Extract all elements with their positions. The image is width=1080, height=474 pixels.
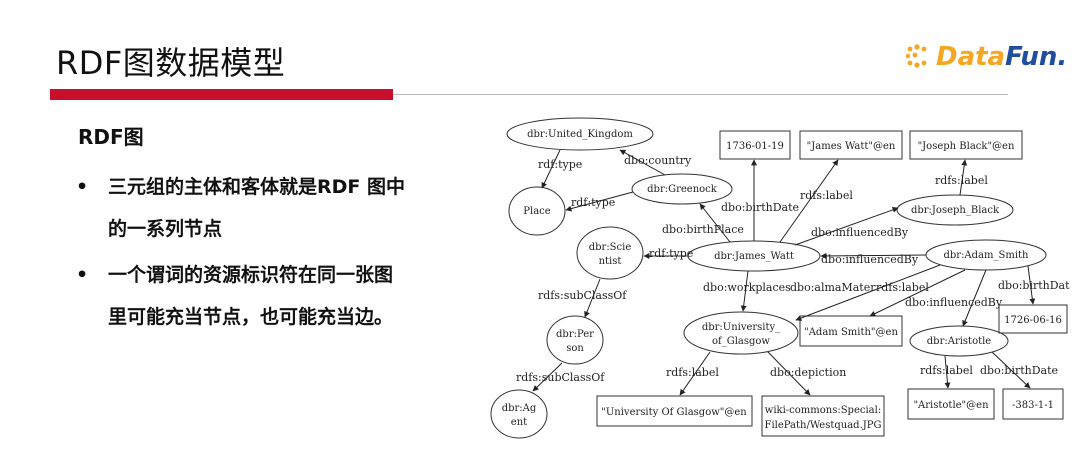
edge-glasgow-depiction <box>767 351 811 396</box>
bullet-line: 的一系列节点 <box>108 218 223 240</box>
node-text: 1736-01-19 <box>726 141 784 152</box>
node-text: dbr:Scie <box>589 242 632 253</box>
edge-label: dbo:influencedBy <box>811 226 909 239</box>
node-scientist <box>576 226 644 280</box>
edge-label: rdfs:label <box>876 281 929 294</box>
edge-label: dbo:workplaces <box>703 281 791 294</box>
edge-watt-glasgow <box>740 270 749 312</box>
logo-text-data: Data <box>936 42 1006 72</box>
title-accent-bar <box>50 89 393 100</box>
edge-watt-black <box>794 207 899 246</box>
node-text: "University Of Glasgow"@en <box>601 407 747 418</box>
node-text: FilePath/Westquad.JPG <box>765 420 882 431</box>
edge-aristotle-label <box>944 355 951 389</box>
literal-smith-birthdate <box>998 304 1068 334</box>
edge-label: dbo:birthDate <box>721 201 799 214</box>
node-person <box>546 315 604 365</box>
literal-watt-label <box>799 130 903 160</box>
node-text: dbr:Per <box>556 329 594 340</box>
edge-black-label <box>959 159 968 196</box>
literal-black-label <box>909 130 1023 160</box>
page-title: RDF图数据模型 <box>56 44 286 82</box>
bullet-marker: • <box>76 264 89 286</box>
bullet-item-1: • 三元组的主体和客体就是RDF 图中 的一系列节点 <box>76 166 488 250</box>
node-text: dbr:James_Watt <box>714 251 794 262</box>
edge-label: rdf:type <box>538 158 582 171</box>
edge-watt-greenock <box>699 203 731 243</box>
node-text: dbr:University_ <box>702 322 780 333</box>
edge-smith-birthdate <box>1027 265 1036 305</box>
node-text: dbr:Adam_Smith <box>943 250 1029 261</box>
edge-label: rdfs:label <box>920 364 973 377</box>
literal-aristotle-birthdate <box>1002 388 1064 420</box>
node-text: ntist <box>599 256 622 267</box>
node-text: dbr:United_Kingdom <box>527 129 633 140</box>
edge-label: dbo:influencedBy <box>905 296 1003 309</box>
edge-person-agent <box>532 362 563 392</box>
edge-label: rdfs:subClassOf <box>516 371 605 384</box>
node-text: dbr:Greenock <box>647 184 718 195</box>
bullet-marker: • <box>76 176 89 198</box>
edge-greenock-uk <box>619 149 666 176</box>
node-text: of_Glasgow <box>712 336 770 347</box>
node-text: dbr:Aristotle <box>927 336 992 347</box>
edge-label: rdfs:label <box>800 189 853 202</box>
node-aristotle <box>909 325 1009 357</box>
literal-aristotle-label <box>907 388 995 420</box>
node-agent <box>490 389 548 439</box>
edge-label: rdfs:subClassOf <box>538 289 627 302</box>
literal-glasgow-label <box>596 395 753 427</box>
edge-uk-place <box>541 149 561 189</box>
edge-label: rdfs:label <box>666 366 719 379</box>
section-title: RDF图 <box>78 125 144 149</box>
edge-smith-glasgow <box>795 264 941 321</box>
edge-smith-aristotle <box>962 269 987 327</box>
edge-watt-label <box>779 159 839 243</box>
edge-smith-watt <box>820 252 927 259</box>
edge-label: rdfs:label <box>935 174 988 187</box>
datafun-logo: Data Fun. <box>904 40 1067 74</box>
node-text: 1726-06-16 <box>1004 315 1062 326</box>
logo-text-fun: Fun. <box>1005 42 1068 72</box>
edge-smith-label <box>869 269 966 317</box>
node-text: ent <box>511 417 527 428</box>
node-text: "Joseph Black"@en <box>918 141 1015 152</box>
bullet-line: 三元组的主体和客体就是RDF 图中 <box>108 176 405 198</box>
logo-dots-icon <box>905 44 927 68</box>
node-text: dbr:Ag <box>502 403 537 414</box>
edge-label: dbo:depiction <box>770 366 846 379</box>
edge-label: dbo:birthDate <box>980 364 1058 377</box>
edge-aristotle-birthdate <box>991 351 1031 389</box>
node-united-kingdom <box>506 117 654 151</box>
node-text: "Adam Smith"@en <box>804 327 898 338</box>
edge-label: dbo:birthPlace <box>662 223 744 236</box>
edge-label: dbo:birthDate <box>998 279 1070 292</box>
edge-label: dbo:influencedBy <box>821 253 919 266</box>
bullet-line: 里可能充当节点，也可能充当边。 <box>108 306 394 328</box>
literal-watt-birthdate <box>719 130 791 160</box>
node-greenock <box>631 173 733 205</box>
edge-label: rdf:type <box>649 247 693 260</box>
node-text: wiki-commons:Special: <box>765 405 881 416</box>
node-text: Place <box>523 206 550 217</box>
edge-label: dbo:almaMater <box>790 281 876 294</box>
node-text: -383-1-1 <box>1012 400 1054 411</box>
node-text: "Aristotle"@en <box>913 400 989 411</box>
rdf-graph-diagram: dbr:United_Kingdom Place dbr:Greenock db… <box>490 117 1070 439</box>
edge-greenock-place <box>565 191 634 212</box>
node-text: son <box>566 343 584 354</box>
literal-smith-label <box>799 315 903 347</box>
node-text: "James Watt"@en <box>807 141 896 152</box>
node-university-glasgow <box>683 311 799 355</box>
edge-glasgow-label <box>679 351 711 396</box>
bullet-line: 一个谓词的资源标识符在同一张图 <box>108 264 394 286</box>
title-divider <box>393 94 1008 95</box>
node-text: dbr:Joseph_Black <box>911 205 1000 216</box>
node-place <box>508 186 566 236</box>
edge-scientist-person <box>584 278 601 318</box>
edge-label: rdf:type <box>571 196 615 209</box>
edge-label: dbo:country <box>624 154 692 167</box>
literal-depiction <box>761 395 885 437</box>
bullet-item-2: • 一个谓词的资源标识符在同一张图 里可能充当节点，也可能充当边。 <box>76 254 488 338</box>
